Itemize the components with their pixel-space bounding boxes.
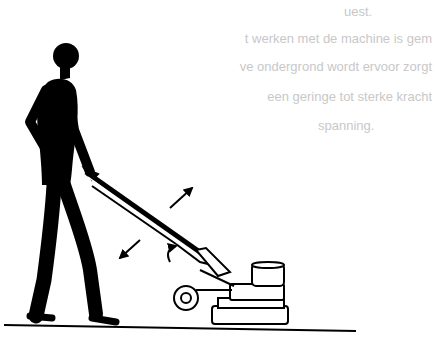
- background-text: uest.: [344, 4, 372, 19]
- motion-arrows: [120, 188, 192, 262]
- background-text: t werken met de machine is gem: [245, 31, 432, 46]
- floor-polisher: [84, 168, 288, 324]
- background-text: ve ondergrond wordt ervoor zorgt: [240, 59, 432, 74]
- background-text: een geringe tot sterke kracht: [267, 89, 432, 104]
- floor-line: [4, 325, 356, 331]
- background-text: spanning.: [318, 118, 374, 133]
